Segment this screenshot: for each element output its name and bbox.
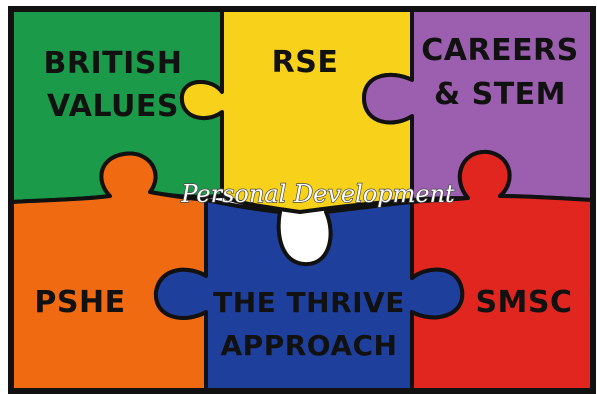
british-values-line2: VALUES (47, 89, 179, 124)
rse-label: RSE (272, 45, 339, 80)
pshe-label: PSHE (34, 285, 125, 320)
thrive-line1: THE THRIVE (213, 286, 405, 319)
thrive-line2: APPROACH (221, 329, 398, 362)
smsc-label: SMSC (475, 285, 572, 320)
british-values-line1: BRITISH (44, 46, 183, 81)
frame-border (8, 6, 596, 394)
careers-stem-line1: CAREERS (421, 33, 579, 68)
piece-smsc (410, 149, 594, 392)
careers-stem-line2: & STEM (434, 77, 566, 112)
personal-development-banner: Personal Development (180, 180, 455, 208)
